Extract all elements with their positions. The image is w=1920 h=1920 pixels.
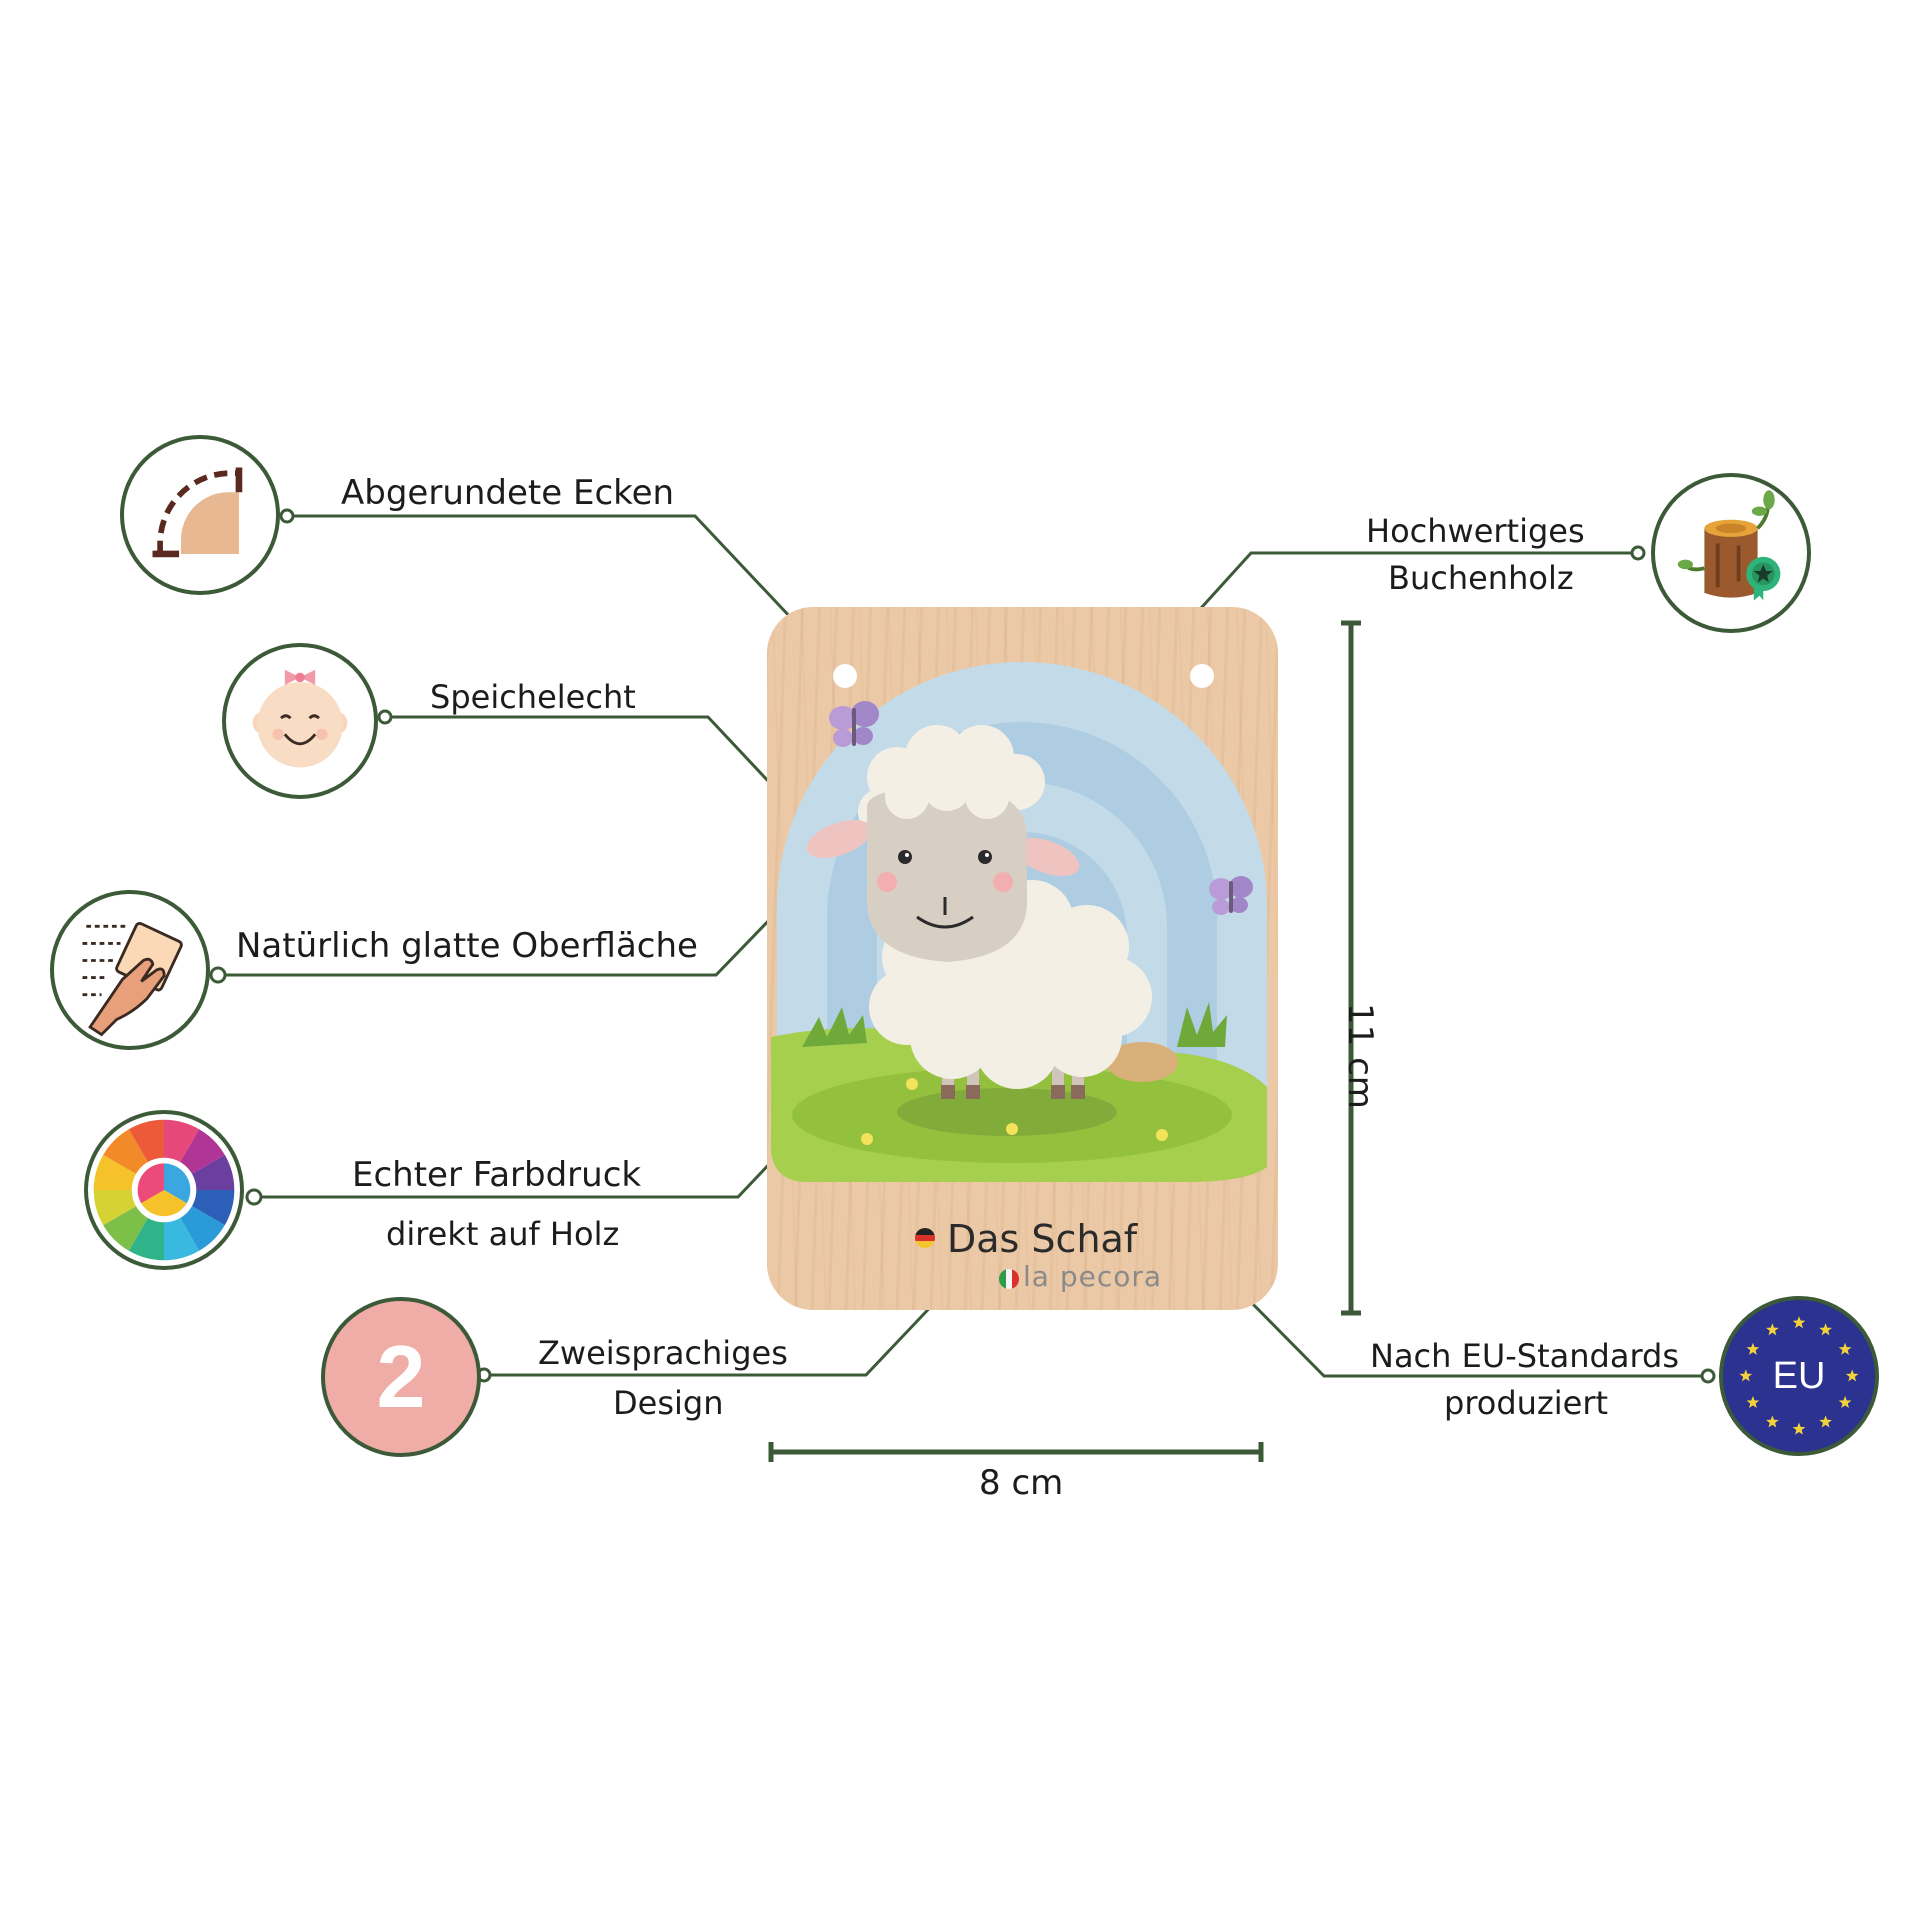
connector-dot (245, 1188, 263, 1206)
eu-star (1792, 1422, 1806, 1435)
eu-star (1819, 1323, 1832, 1336)
connector-dot (1700, 1368, 1716, 1384)
feature-saliva-proof: Speichelecht (430, 678, 636, 716)
card-subtitle: la pecora (1023, 1260, 1163, 1293)
eu-star (1838, 1342, 1852, 1355)
eu-star (1845, 1369, 1859, 1382)
eu-star (1766, 1415, 1779, 1428)
eu-star (1792, 1316, 1806, 1329)
feature-color-print-line1: Echter Farbdruck (352, 1155, 642, 1195)
eu-text: EU (1772, 1354, 1826, 1397)
german-flag-icon (915, 1228, 935, 1248)
eu-star (1819, 1415, 1832, 1428)
butterfly-icon (1209, 876, 1253, 915)
feature-beech-line2: Buchenholz (1388, 559, 1574, 597)
bilingual-badge: 2 (321, 1297, 481, 1457)
hanging-hole (1190, 664, 1214, 688)
eu-star (1838, 1395, 1852, 1409)
feature-rounded-corners: Abgerundete Ecken (341, 473, 675, 513)
connector-rounded-corners (287, 514, 795, 622)
card-title: Das Schaf (947, 1217, 1138, 1261)
height-dimension-line (1341, 620, 1361, 1316)
eu-star (1766, 1323, 1779, 1336)
eu-star (1739, 1369, 1753, 1382)
eu-star (1746, 1395, 1760, 1409)
sheep-illustration (806, 725, 1152, 1099)
width-dimension-line (768, 1442, 1264, 1462)
hanging-hole (833, 664, 857, 688)
hand-wiping-icon (50, 890, 210, 1050)
feature-color-print-line2: direkt auf Holz (386, 1215, 620, 1253)
feature-beech-line1: Hochwertiges (1366, 512, 1585, 550)
height-dimension-label: 11 cm (1340, 1003, 1380, 1109)
feature-eu-line2: produziert (1444, 1384, 1609, 1422)
eu-flag-icon: EU (1719, 1296, 1879, 1456)
connector-dot (279, 508, 295, 524)
wood-log-icon (1651, 473, 1811, 633)
rounded-corner-icon (120, 435, 280, 595)
feature-smooth-surface: Natürlich glatte Oberfläche (236, 926, 698, 966)
connector-dot (1630, 545, 1646, 561)
bilingual-number: 2 (376, 1327, 426, 1426)
connector-saliva-proof (385, 715, 787, 801)
butterfly-icon (829, 701, 879, 747)
connector-dot (209, 966, 227, 984)
connector-eu (1230, 1281, 1708, 1378)
width-dimension-label: 8 cm (979, 1463, 1064, 1503)
eu-star (1746, 1342, 1760, 1355)
connector-bilingual (484, 1276, 960, 1377)
feature-bilingual-line1: Zweisprachiges (538, 1334, 788, 1372)
feature-eu-line1: Nach EU-Standards (1370, 1337, 1680, 1375)
italian-flag-icon (999, 1269, 1019, 1289)
connector-dot (377, 709, 393, 725)
color-wheel-icon (84, 1110, 244, 1270)
feature-bilingual-line2: Design (613, 1384, 724, 1422)
baby-face-icon (222, 643, 378, 799)
wooden-card: Das Schaf la pecora (767, 607, 1278, 1310)
